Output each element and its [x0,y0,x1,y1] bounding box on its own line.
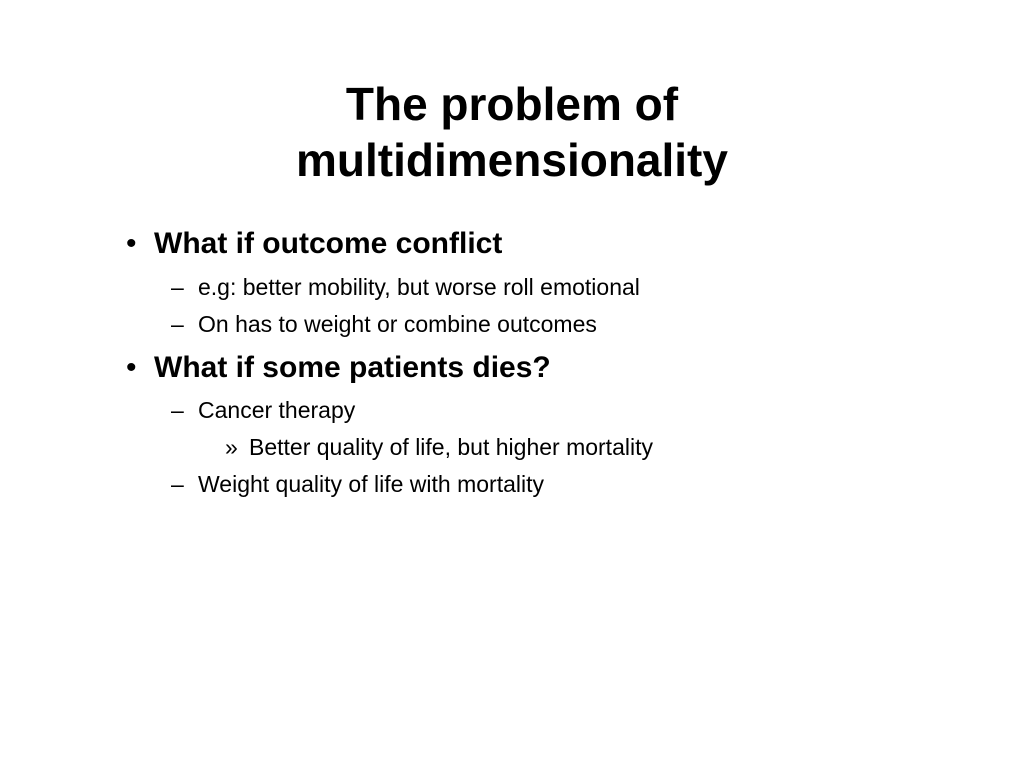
bullet-item-patients-die: • What if some patients dies? [126,350,551,386]
sub-bullet-item-weight-quality: – Weight quality of life with mortality [171,470,544,498]
slide-title: The problem of multidimensionality [0,76,1024,188]
bullet-item-outcome-conflict: • What if outcome conflict [126,226,503,262]
sub-sub-bullet-item-quality-mortality: » Better quality of life, but higher mor… [225,433,653,461]
sub-bullet-text: e.g: better mobility, but worse roll emo… [198,274,640,300]
dash-marker: – [171,311,184,337]
dash-marker: – [171,471,184,497]
sub-bullet-text: Weight quality of life with mortality [198,471,544,497]
sub-bullet-text: Cancer therapy [198,397,356,423]
dash-marker: – [171,274,184,300]
double-chevron-marker: » [225,434,238,460]
bullet-text: What if outcome conflict [154,227,503,260]
sub-bullet-text: On has to weight or combine outcomes [198,311,597,337]
bullet-text: What if some patients dies? [154,351,551,384]
slide-title-line-2: multidimensionality [296,134,728,186]
sub-bullet-item-weight-outcomes: – On has to weight or combine outcomes [171,310,597,338]
bullet-marker: • [126,351,137,384]
dash-marker: – [171,397,184,423]
sub-sub-bullet-text: Better quality of life, but higher morta… [249,434,653,460]
sub-bullet-item-mobility-example: – e.g: better mobility, but worse roll e… [171,273,640,301]
bullet-marker: • [126,227,137,260]
slide-title-line-1: The problem of [345,78,679,130]
sub-bullet-item-cancer-therapy: – Cancer therapy [171,396,356,424]
